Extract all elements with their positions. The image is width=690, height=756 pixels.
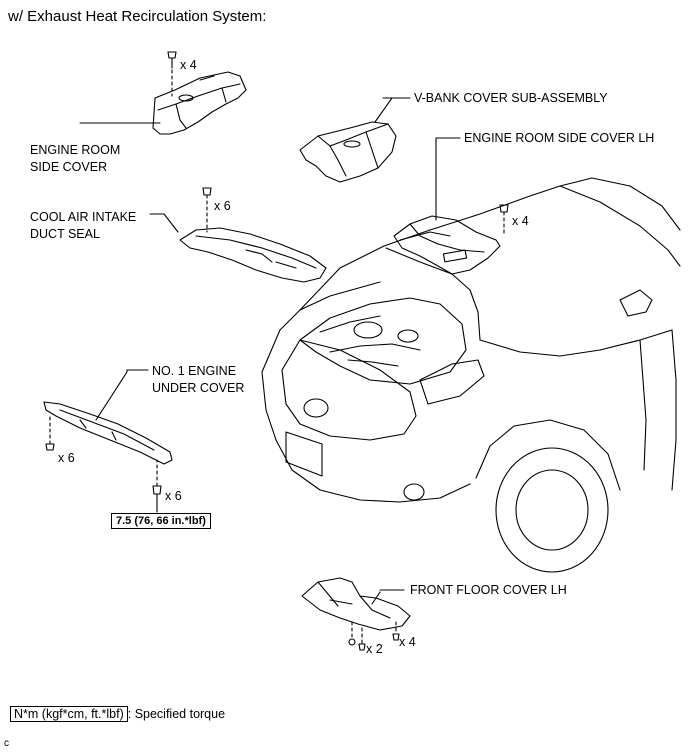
intake-seal-clip-quantity: x 6 xyxy=(214,199,231,213)
side-cover-clip xyxy=(167,51,177,97)
no1-under-cover-label-line1: NO. 1 ENGINE xyxy=(152,364,237,378)
side-cover-clip-quantity: x 4 xyxy=(180,58,197,72)
floor-cover-nut-quantity: x 2 xyxy=(366,642,383,656)
torque-legend: N*m (kgf*cm, ft.*lbf): Specified torque xyxy=(10,706,226,722)
intake-seal-clip xyxy=(202,187,212,233)
floor-cover-clip-quantity: x 4 xyxy=(399,635,416,649)
v-bank-cover-part xyxy=(299,121,397,183)
engine-room-side-cover-lh-label: ENGINE ROOM SIDE COVER LH xyxy=(464,131,655,145)
under-cover-bolt-quantity: x 6 xyxy=(165,489,182,503)
engine-room-side-cover-label-line1: ENGINE ROOM xyxy=(30,143,121,157)
corner-mark: c xyxy=(4,738,9,749)
torque-spec-box: 7.5 (76, 66 in.*lbf) xyxy=(111,513,211,529)
cool-air-intake-label-line1: COOL AIR INTAKE xyxy=(30,210,137,224)
under-cover-bolt xyxy=(152,459,162,513)
no1-under-cover-label-line2: UNDER COVER xyxy=(152,381,245,395)
no1-engine-under-cover-part xyxy=(43,401,173,465)
under-cover-left-clip xyxy=(45,413,55,451)
engine-room-side-cover-label-line2: SIDE COVER xyxy=(30,160,108,174)
front-floor-cover-lh-part xyxy=(301,577,411,631)
side-cover-lh-clip-quantity: x 4 xyxy=(512,214,529,228)
cool-air-intake-duct-seal-part xyxy=(179,227,327,283)
section-title: w/ Exhaust Heat Recirculation System: xyxy=(8,8,267,25)
v-bank-cover-label: V-BANK COVER SUB-ASSEMBLY xyxy=(414,91,608,105)
torque-legend-unit: N*m (kgf*cm, ft.*lbf) xyxy=(10,706,128,722)
engine-room-side-cover-part xyxy=(152,71,247,135)
vehicle-outline xyxy=(261,177,681,573)
side-cover-lh-clip xyxy=(499,204,509,237)
floor-cover-clip xyxy=(358,621,400,651)
torque-legend-description: : Specified torque xyxy=(127,707,226,721)
under-cover-left-clip-quantity: x 6 xyxy=(58,451,75,465)
cool-air-intake-label-line2: DUCT SEAL xyxy=(30,227,100,241)
front-floor-cover-lh-label: FRONT FLOOR COVER LH xyxy=(410,583,567,597)
floor-cover-nut xyxy=(348,621,356,646)
